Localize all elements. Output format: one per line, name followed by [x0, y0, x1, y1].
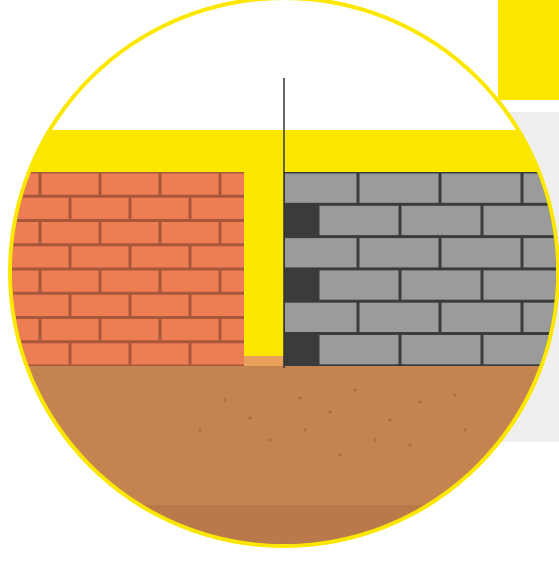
brick [222, 271, 245, 292]
brick [162, 174, 219, 195]
sky [0, 0, 559, 130]
concrete-block [402, 270, 481, 299]
soil-speck [303, 428, 306, 431]
brick [192, 295, 245, 316]
concrete-block [360, 303, 439, 332]
soil-speck [373, 438, 376, 441]
soil-speck [408, 443, 411, 446]
concrete-block [402, 335, 481, 364]
soil-speck [338, 453, 341, 456]
brick [72, 198, 129, 219]
brick [0, 174, 39, 195]
brick [42, 271, 99, 292]
brick [42, 319, 99, 340]
brick-wall [0, 172, 244, 366]
brick [162, 319, 219, 340]
brick [72, 246, 129, 267]
soil-speck [298, 396, 301, 399]
soil-speck [328, 410, 331, 413]
block-wall [284, 172, 559, 366]
concrete-block [285, 174, 357, 203]
brick [102, 174, 159, 195]
soil-speck [223, 398, 226, 401]
brick [132, 343, 189, 364]
soil-speck [353, 388, 356, 391]
soil-speck [453, 393, 456, 396]
soil-speck [198, 428, 201, 431]
soil-speck [268, 438, 271, 441]
concrete-block [402, 206, 481, 235]
concrete-block [285, 303, 357, 332]
brick [222, 319, 245, 340]
concrete-block [320, 270, 399, 299]
brick [192, 246, 245, 267]
header-band [498, 0, 559, 100]
brick [102, 319, 159, 340]
brick [42, 222, 99, 243]
brick [102, 222, 159, 243]
soil-speck [463, 428, 466, 431]
concrete-block [320, 335, 399, 364]
concrete-block [360, 238, 439, 267]
brick [192, 343, 245, 364]
brick [162, 271, 219, 292]
soil-shadow [0, 505, 559, 571]
soil-speck [248, 416, 251, 419]
soil-speck [418, 400, 421, 403]
brick [12, 295, 69, 316]
brick [222, 222, 245, 243]
concrete-block [442, 174, 521, 203]
concrete-block [285, 238, 357, 267]
concrete-block [484, 206, 559, 235]
concrete-block [320, 206, 399, 235]
brick [0, 271, 39, 292]
brick [72, 343, 129, 364]
brick [132, 295, 189, 316]
brick [132, 246, 189, 267]
brick [0, 222, 39, 243]
brick [222, 174, 245, 195]
brick [102, 271, 159, 292]
brick [12, 246, 69, 267]
concrete-block [442, 238, 521, 267]
concrete-block [524, 238, 559, 267]
concrete-block [442, 303, 521, 332]
brick [192, 198, 245, 219]
soil-speck [388, 418, 391, 421]
brick [132, 198, 189, 219]
brick [42, 174, 99, 195]
brick [162, 222, 219, 243]
concrete-block [360, 174, 439, 203]
concrete-block [484, 270, 559, 299]
brick [72, 295, 129, 316]
